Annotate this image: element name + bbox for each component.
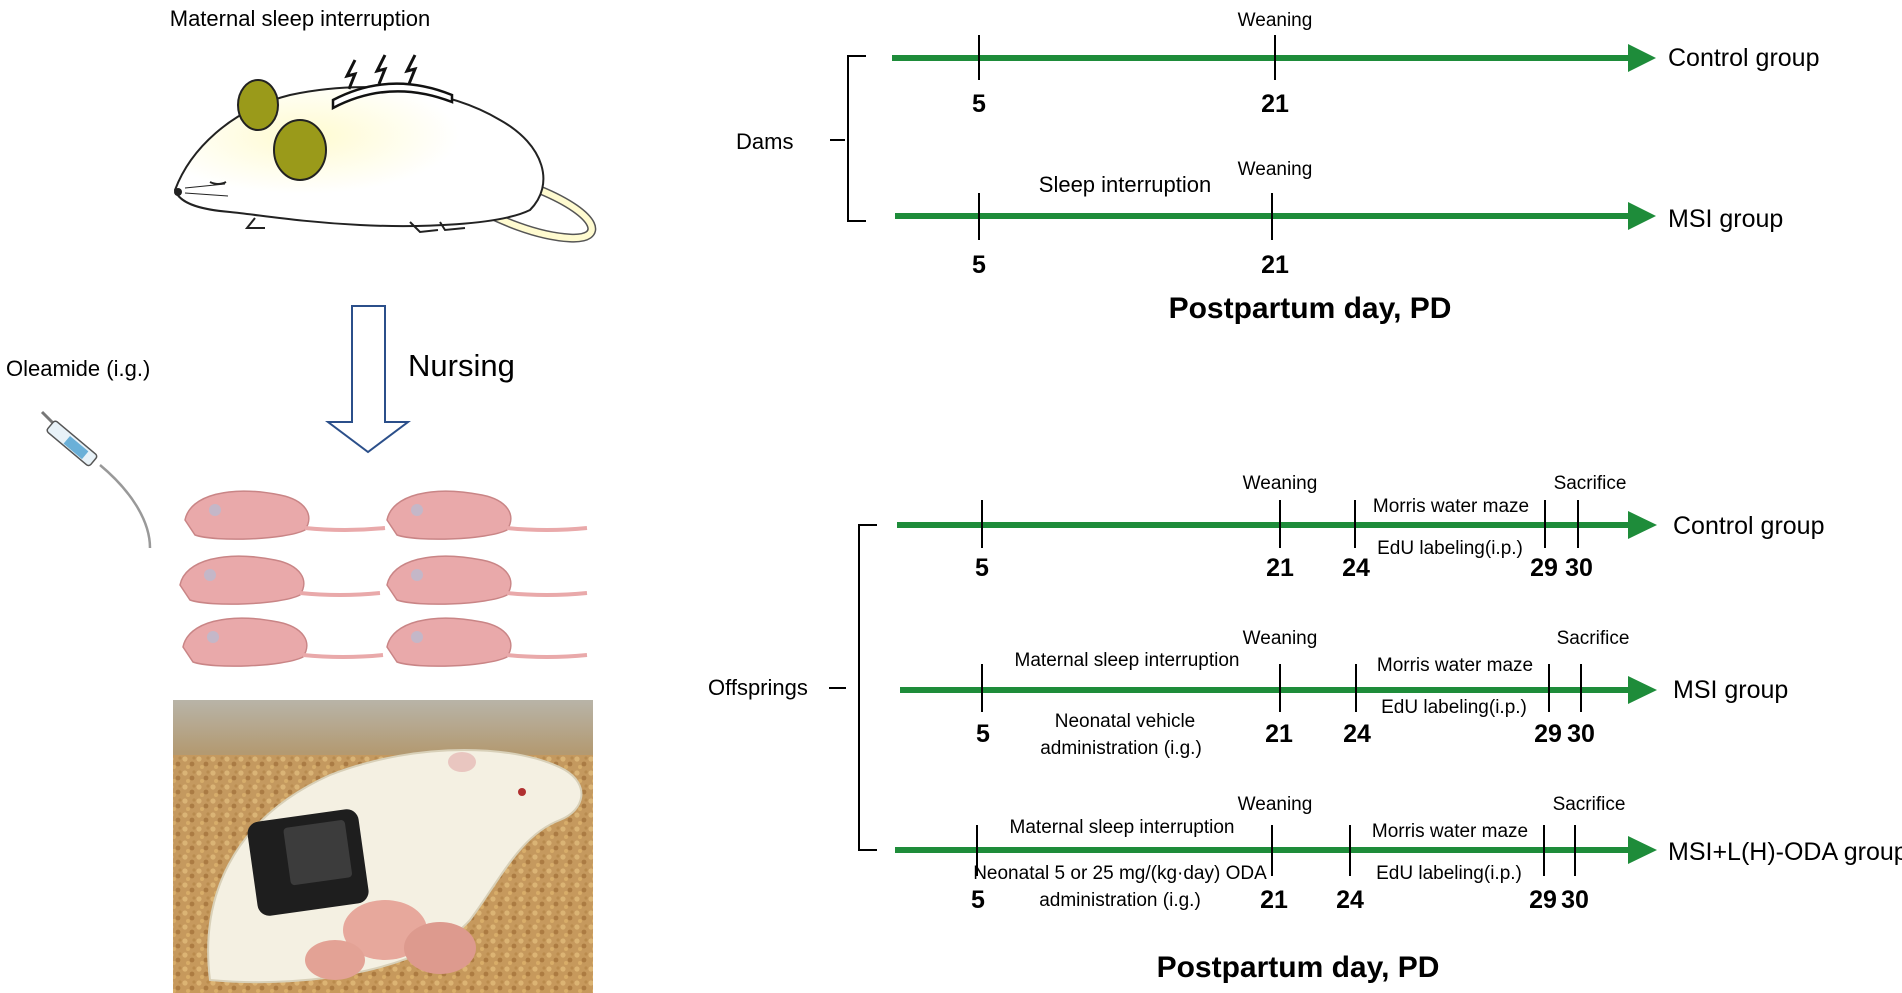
offspring-msi-sacrifice: Sacrifice (1557, 628, 1630, 649)
lightning-icon (331, 54, 454, 111)
offspring-oda-morris: Morris water maze (1372, 821, 1528, 842)
offspring-msi-phase: Maternal sleep interruption (1015, 650, 1240, 671)
offspring-oda-group-name: MSI+L(H)-ODA group (1668, 838, 1902, 866)
offspring-control-edu: EdU labeling(i.p.) (1377, 538, 1523, 559)
offspring-msi-day-5: 5 (976, 720, 990, 748)
offspring-oda-day-30: 30 (1561, 886, 1589, 914)
offspring-msi-day-30: 30 (1567, 720, 1595, 748)
offspring-msi-weaning: Weaning (1243, 628, 1318, 649)
dams-control-day-5: 5 (972, 90, 986, 118)
offspring-msi-morris: Morris water maze (1377, 655, 1533, 676)
dams-bracket (830, 55, 866, 222)
offspring-control-day-29: 29 (1530, 554, 1558, 582)
offspring-msi-day-29: 29 (1534, 720, 1562, 748)
dams-msi-group-name: MSI group (1668, 205, 1783, 233)
dams-msi-day-21: 21 (1261, 251, 1289, 279)
nursing-arrow-icon (325, 305, 411, 454)
offspring-oda-day-21: 21 (1260, 886, 1288, 914)
offspring-oda-day-24: 24 (1336, 886, 1364, 914)
offspring-oda-day-29: 29 (1529, 886, 1557, 914)
adult-mouse-illustration (173, 79, 597, 243)
dams-msi-day-5: 5 (972, 251, 986, 279)
dams-msi-weaning: Weaning (1238, 159, 1313, 180)
offspring-msi-group-name: MSI group (1673, 676, 1788, 704)
offspring-oda-day-5: 5 (971, 886, 985, 914)
offspring-control-day-30: 30 (1565, 554, 1593, 582)
offspring-msi-admin-line1: Neonatal vehicle (1055, 711, 1195, 732)
dams-control-weaning: Weaning (1238, 10, 1313, 31)
offspring-msi-day-24: 24 (1343, 720, 1371, 748)
offspring-msi-edu: EdU labeling(i.p.) (1381, 697, 1527, 718)
offspring-oda-admin-line1: Neonatal 5 or 25 mg/(kg·day) ODA (973, 863, 1267, 884)
offspring-control-sacrifice: Sacrifice (1554, 473, 1627, 494)
oleamide-label: Oleamide (i.g.) (6, 356, 150, 381)
dams-msi-timeline (895, 193, 1656, 240)
offspring-msi-day-21: 21 (1265, 720, 1293, 748)
nursing-label: Nursing (408, 348, 515, 383)
offspring-control-day-5: 5 (975, 554, 989, 582)
offspring-control-timeline (897, 500, 1657, 548)
offspring-control-morris: Morris water maze (1373, 496, 1529, 517)
offspring-oda-edu: EdU labeling(i.p.) (1376, 863, 1522, 884)
offspring-oda-admin-line2: administration (i.g.) (1039, 890, 1201, 911)
offspring-oda-sacrifice: Sacrifice (1553, 794, 1626, 815)
offspring-axis-title: Postpartum day, PD (1157, 951, 1440, 984)
offspring-oda-phase: Maternal sleep interruption (1010, 817, 1235, 838)
dams-label: Dams (736, 129, 793, 154)
offspring-control-day-21: 21 (1266, 554, 1294, 582)
offspring-control-day-24: 24 (1342, 554, 1370, 582)
offspring-oda-weaning: Weaning (1238, 794, 1313, 815)
offspring-oda-timeline (895, 825, 1657, 876)
pups-illustration (179, 490, 588, 667)
syringe-icon (40, 410, 152, 549)
offspring-control-weaning: Weaning (1243, 473, 1318, 494)
offspring-label: Offsprings (708, 675, 808, 700)
rat-photo (173, 700, 593, 993)
offspring-control-group-name: Control group (1673, 512, 1824, 540)
dams-control-day-21: 21 (1261, 90, 1289, 118)
dams-control-timeline (892, 35, 1656, 80)
dams-control-group-name: Control group (1668, 44, 1819, 72)
offspring-msi-timeline (900, 664, 1657, 712)
offspring-msi-admin-line2: administration (i.g.) (1040, 738, 1202, 759)
left-title: Maternal sleep interruption (170, 6, 430, 31)
dams-axis-title: Postpartum day, PD (1169, 292, 1452, 325)
offspring-bracket (829, 524, 877, 851)
dams-msi-phase: Sleep interruption (1039, 172, 1211, 197)
